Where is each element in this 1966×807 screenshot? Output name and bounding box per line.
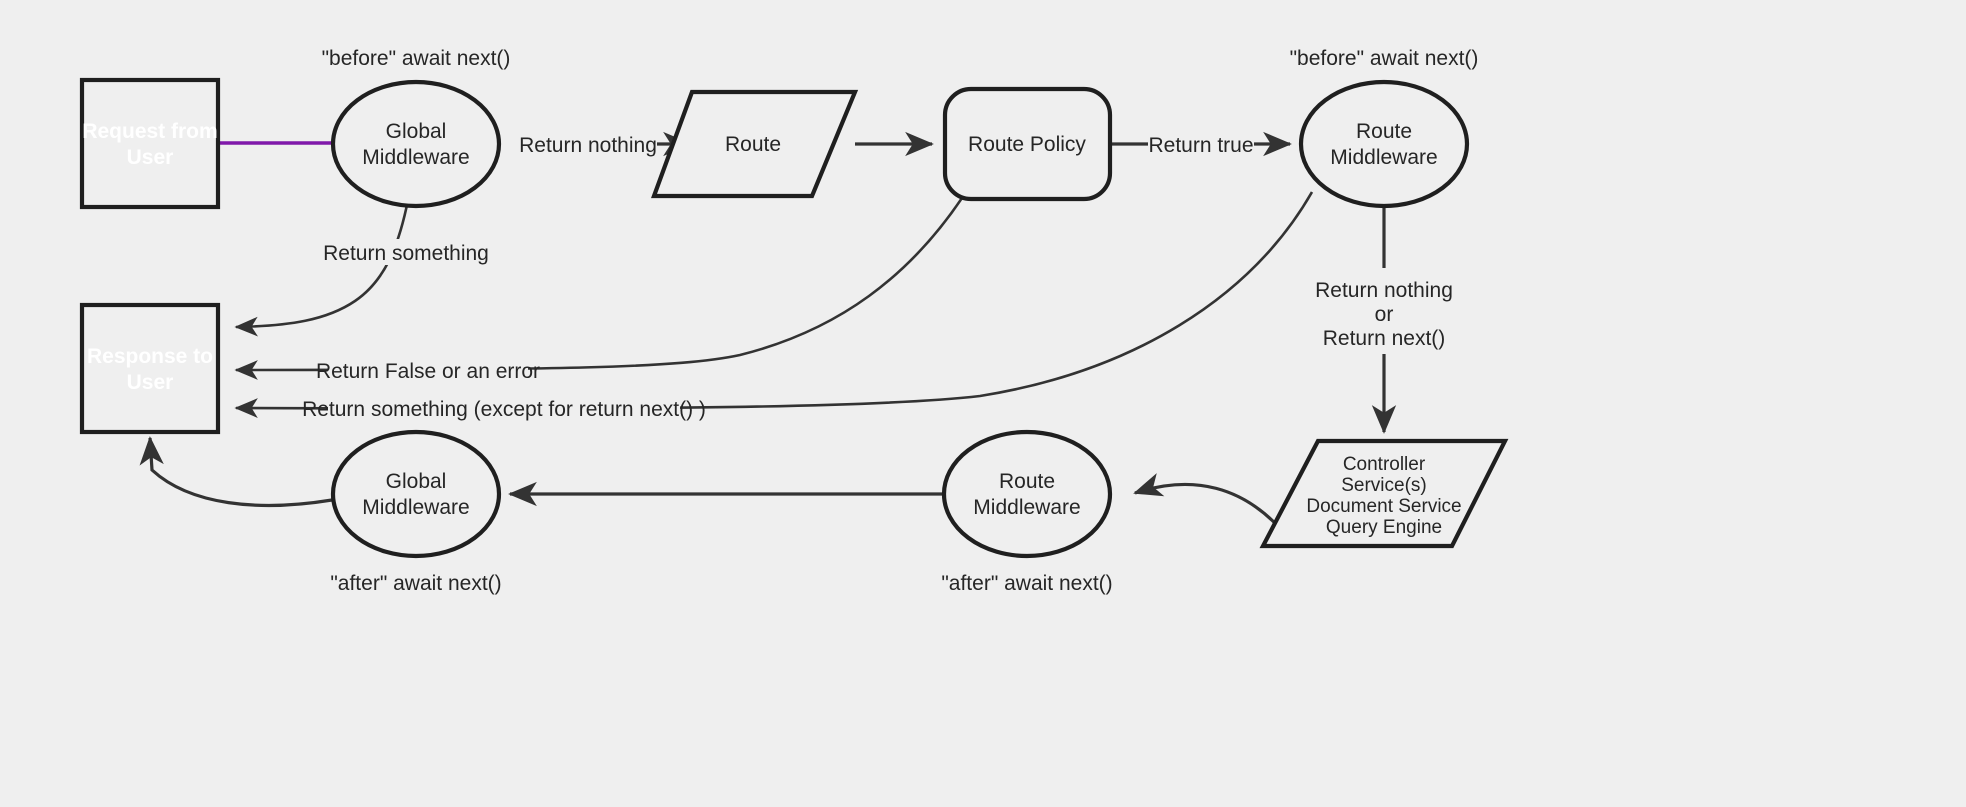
node-request-from-user-label-1: Request from: [82, 120, 217, 143]
node-global-middleware-top[interactable]: [330, 79, 502, 209]
node-route-middleware-bottom-label-1: Route: [999, 470, 1055, 493]
label-bg-return-something-except: [328, 395, 680, 421]
node-route-middleware-bottom[interactable]: [941, 429, 1113, 559]
label-bg-return-false-or-error: [328, 357, 528, 383]
annotation-before-await-next-route: "before" await next(): [1290, 47, 1479, 70]
node-route-policy[interactable]: [942, 86, 1113, 202]
node-controller-label-3: Document Service: [1306, 496, 1461, 517]
node-global-middleware-bottom-label-2: Middleware: [362, 496, 469, 519]
edge-controller-to-route-middleware-bottom: [1133, 473, 1292, 541]
node-route-middleware-top-label-2: Middleware: [1330, 146, 1437, 169]
node-global-middleware-top-label-1: Global: [386, 120, 447, 143]
node-request-from-user-label-2: User: [127, 146, 174, 169]
annotation-after-await-next-route: "after" await next(): [941, 572, 1112, 595]
node-route-middleware-top-label-1: Route: [1356, 120, 1412, 143]
node-controller-services[interactable]: [1259, 438, 1509, 549]
label-bg-return-true: [1148, 131, 1254, 157]
node-controller-label-2: Service(s): [1341, 475, 1427, 496]
edge-global-middleware-bottom-to-response: [139, 436, 333, 508]
node-route-policy-label: Route Policy: [968, 133, 1086, 156]
edge-label-route-mw-out-line1: Return nothing: [1315, 279, 1453, 302]
node-response-to-user-label-2: User: [127, 371, 174, 394]
node-global-middleware-bottom[interactable]: [330, 429, 502, 559]
edge-label-route-mw-out-line2: or: [1375, 303, 1394, 326]
node-request-from-user[interactable]: [79, 77, 221, 210]
node-route-middleware-top[interactable]: [1298, 79, 1470, 209]
edge-label-return-nothing: Return nothing: [519, 134, 657, 157]
node-global-middleware-bottom-label-1: Global: [386, 470, 447, 493]
label-bg-route-mw-out: [1316, 276, 1454, 354]
node-route-middleware-bottom-label-2: Middleware: [973, 496, 1080, 519]
edge-label-return-false-or-error: Return False or an error: [316, 360, 540, 383]
node-route[interactable]: [650, 89, 859, 199]
label-bg-return-nothing: [519, 131, 657, 157]
node-response-to-user[interactable]: [79, 302, 221, 435]
edge-label-return-something-except-next: Return something (except for return next…: [302, 398, 706, 421]
edge-label-return-something: Return something: [323, 242, 489, 265]
label-bg-return-something: [330, 239, 482, 265]
node-controller-label-1: Controller: [1343, 454, 1426, 475]
edge-route-policy-return-false: [234, 197, 964, 380]
annotation-after-await-next-global: "after" await next(): [330, 572, 501, 595]
node-controller-label-4: Query Engine: [1326, 517, 1442, 538]
annotation-before-await-next-global: "before" await next(): [322, 47, 511, 70]
node-global-middleware-top-label-2: Middleware: [362, 146, 469, 169]
node-response-to-user-label-1: Response to: [87, 345, 213, 368]
edge-label-return-true: Return true: [1148, 134, 1253, 157]
node-route-label: Route: [725, 133, 781, 156]
edge-label-route-mw-out-line3: Return next(): [1323, 327, 1446, 350]
